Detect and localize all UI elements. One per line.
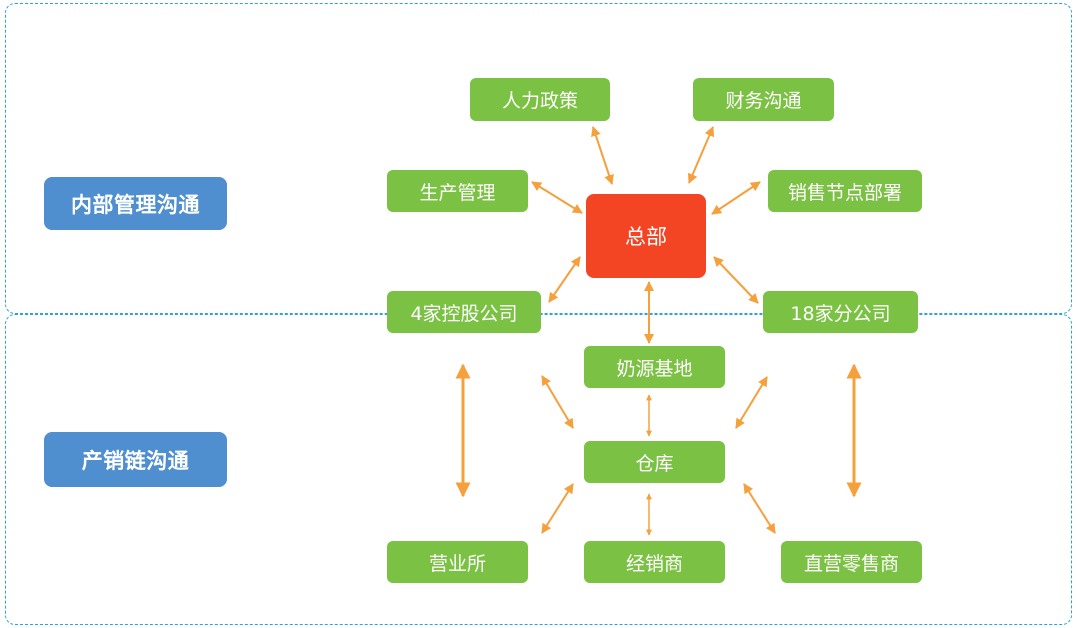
arrow-hq-branches xyxy=(713,256,759,304)
node-warehouse[interactable]: 仓库 xyxy=(584,441,725,483)
arrow-hq-hr-policy xyxy=(591,126,614,185)
node-distributor[interactable]: 经销商 xyxy=(584,541,725,583)
arrow-warehouse-retailer xyxy=(743,483,776,534)
arrow-hq-holding xyxy=(548,256,581,303)
node-milk-base[interactable]: 奶源基地 xyxy=(584,346,725,388)
node-direct-retailer[interactable]: 直营零售商 xyxy=(781,541,922,583)
node-headquarters[interactable]: 总部 xyxy=(586,194,706,278)
node-sales-office[interactable]: 营业所 xyxy=(387,541,528,583)
node-branch-companies[interactable]: 18家分公司 xyxy=(763,291,918,333)
arrow-holding-warehouse xyxy=(541,375,574,429)
arrow-branches-warehouse xyxy=(735,376,768,429)
arrow-hq-sales-nodes xyxy=(711,181,761,215)
arrow-hq-finance xyxy=(687,126,715,184)
node-holding-companies[interactable]: 4家控股公司 xyxy=(387,291,541,333)
node-production[interactable]: 生产管理 xyxy=(387,170,528,212)
arrow-hq-production xyxy=(531,181,583,214)
section-label-internal-management: 内部管理沟通 xyxy=(44,177,227,230)
node-hr-policy[interactable]: 人力政策 xyxy=(470,78,610,121)
node-finance[interactable]: 财务沟通 xyxy=(693,78,834,121)
arrow-warehouse-sales-office xyxy=(541,483,574,534)
node-sales-nodes[interactable]: 销售节点部署 xyxy=(768,170,922,212)
section-label-supply-chain: 产销链沟通 xyxy=(44,432,227,487)
